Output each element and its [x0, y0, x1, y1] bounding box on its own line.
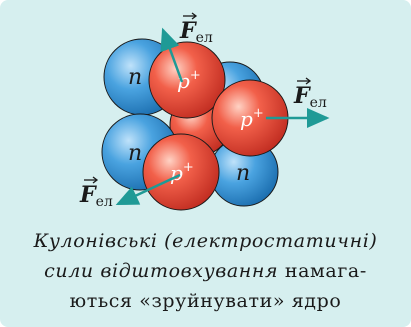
- svg-text:Fел: Fел: [179, 18, 213, 46]
- neutron-label-top-left: n: [128, 65, 142, 90]
- caption-line-1: Кулонівські (електростатичні): [0, 226, 411, 256]
- neutron-label-mid-left: n: [128, 141, 142, 166]
- nucleus-diagram: n n n p+ p+ p+ Fел Fел: [0, 0, 411, 230]
- force-label-right: Fел: [293, 78, 327, 111]
- svg-text:Fел: Fел: [79, 182, 113, 210]
- figure-caption: Кулонівські (електростатичні) сили відшт…: [0, 226, 411, 316]
- svg-text:Fел: Fел: [293, 83, 327, 111]
- caption-line-3: ються «зруйнувати» ядро: [0, 286, 411, 316]
- force-label-bottom: Fел: [79, 177, 113, 210]
- force-label-top: Fел: [179, 13, 213, 46]
- caption-line-2: сили відштовхування намага-: [0, 256, 411, 286]
- neutron-label-bottom-right: n: [236, 161, 250, 186]
